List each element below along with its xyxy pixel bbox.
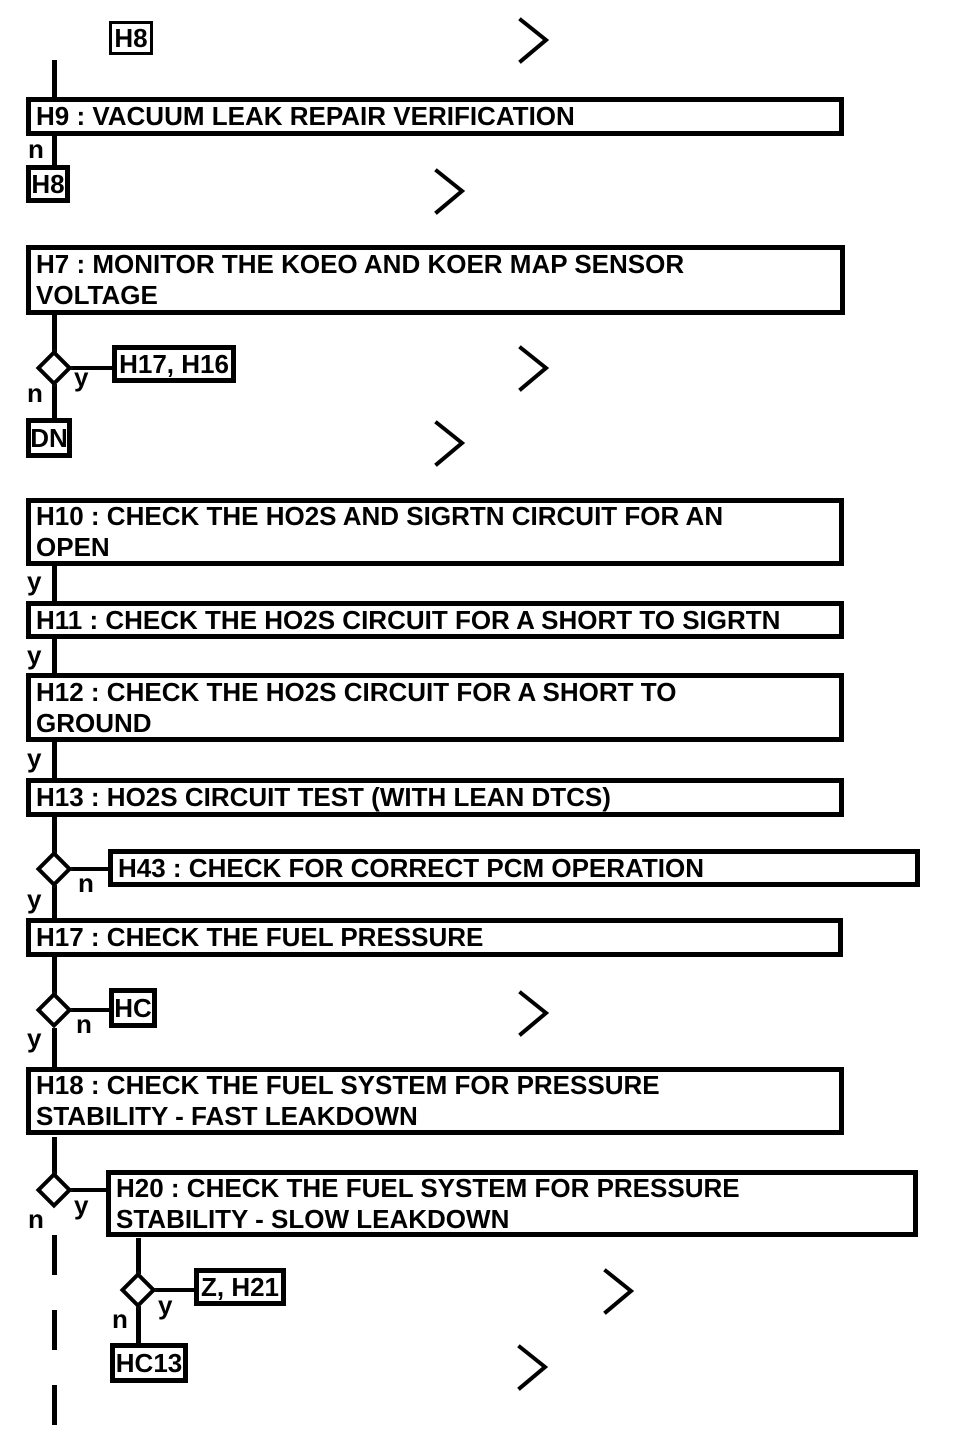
flow-step-text: GROUND: [36, 707, 152, 738]
connector-line: [136, 1238, 141, 1274]
branch-label-no: n: [27, 378, 43, 408]
chevron-right-icon: [518, 990, 550, 1042]
chevron-right-icon: [603, 1268, 635, 1320]
connector-line: [70, 867, 110, 871]
branch-label-yes: y: [158, 1290, 173, 1320]
flow-step-text: STABILITY - FAST LEAKDOWN: [36, 1101, 418, 1131]
flow-step-h11: H11 : CHECK THE HO2S CIRCUIT FOR A SHORT…: [26, 601, 844, 639]
branch-label-no: n: [28, 1204, 44, 1234]
flow-step-h9: H9 : VACUUM LEAK REPAIR VERIFICATION: [26, 97, 844, 136]
flow-step-h12: H12 : CHECK THE HO2S CIRCUIT FOR A SHORT…: [26, 673, 844, 742]
connector-line: [52, 742, 57, 779]
flow-ref-label: DN: [30, 423, 68, 453]
branch-label-yes: y: [27, 743, 42, 773]
chevron-right-icon: [434, 168, 466, 220]
flow-ref-z-h21: Z, H21: [194, 1268, 286, 1306]
branch-label-no: n: [78, 868, 94, 898]
decision-diamond-h13: [35, 850, 73, 888]
connector-line: [70, 366, 112, 370]
flow-ref-label: H17, H16: [119, 349, 229, 379]
connector-line: [52, 817, 57, 858]
chevron-right-icon: [434, 420, 466, 472]
flow-ref-hc: HC: [109, 988, 157, 1028]
dashed-connector-line: [52, 1235, 57, 1427]
branch-label-yes: y: [74, 1190, 89, 1220]
flow-ref-label: H8: [114, 23, 148, 53]
branch-label-no: n: [76, 1009, 92, 1039]
flow-ref-label: HC: [114, 993, 152, 1023]
flow-step-text: H11 : CHECK THE HO2S CIRCUIT FOR A SHORT…: [36, 604, 781, 635]
connector-line: [52, 885, 57, 919]
flow-step-h18: H18 : CHECK THE FUEL SYSTEM FOR PRESSURE…: [26, 1067, 844, 1135]
decision-diamond-h20: [119, 1271, 157, 1309]
connector-line: [52, 60, 57, 98]
flow-ref-dn: DN: [26, 418, 72, 458]
decision-diamond-h18: [35, 1171, 73, 1209]
connector-line: [52, 315, 57, 357]
flow-step-h13: H13 : HO2S CIRCUIT TEST (WITH LEAN DTCS): [26, 778, 844, 817]
branch-label-yes: y: [27, 884, 42, 914]
connector-line: [52, 957, 57, 999]
connector-line: [70, 1008, 111, 1012]
flow-step-text: H17 : CHECK THE FUEL PRESSURE: [36, 922, 484, 952]
branch-label-yes: y: [27, 566, 42, 596]
connector-line: [70, 1188, 108, 1192]
flow-step-text: H12 : CHECK THE HO2S CIRCUIT FOR A SHORT…: [36, 676, 677, 707]
branch-label-yes: y: [27, 1023, 42, 1053]
connector-line: [52, 1137, 57, 1179]
decision-diamond-h17: [35, 991, 73, 1029]
flow-step-text: H13 : HO2S CIRCUIT TEST (WITH LEAN DTCS): [36, 782, 611, 812]
flow-step-text: H43 : CHECK FOR CORRECT PCM OPERATION: [118, 852, 704, 883]
flow-step-text: STABILITY - SLOW LEAKDOWN: [116, 1203, 510, 1234]
flow-step-h7: H7 : MONITOR THE KOEO AND KOER MAP SENSO…: [26, 245, 845, 315]
branch-label-no: n: [112, 1304, 128, 1334]
branch-label-yes: y: [74, 362, 89, 392]
flow-step-h43: H43 : CHECK FOR CORRECT PCM OPERATION: [108, 849, 920, 887]
flow-step-text: H18 : CHECK THE FUEL SYSTEM FOR PRESSURE: [36, 1070, 660, 1100]
flow-step-h20: H20 : CHECK THE FUEL SYSTEM FOR PRESSURE…: [106, 1170, 918, 1237]
flow-step-text: H20 : CHECK THE FUEL SYSTEM FOR PRESSURE: [116, 1172, 740, 1203]
flow-ref-h8: H8: [26, 165, 70, 203]
flow-ref-hc13: HC13: [110, 1343, 188, 1383]
flow-step-text: OPEN: [36, 532, 110, 562]
flow-step-text: H10 : CHECK THE HO2S AND SIGRTN CIRCUIT …: [36, 501, 724, 531]
flow-ref-label: H8: [31, 169, 65, 199]
flow-ref-label: HC13: [115, 1348, 183, 1378]
flow-step-text: H7 : MONITOR THE KOEO AND KOER MAP SENSO…: [36, 249, 685, 279]
flow-step-h10: H10 : CHECK THE HO2S AND SIGRTN CIRCUIT …: [26, 498, 844, 566]
connector-line: [154, 1288, 196, 1292]
flow-ref-h17-h16: H17, H16: [112, 345, 236, 383]
branch-label-no: n: [28, 134, 44, 164]
flow-step-text: H9 : VACUUM LEAK REPAIR VERIFICATION: [36, 101, 575, 131]
flow-step-h17: H17 : CHECK THE FUEL PRESSURE: [26, 918, 843, 957]
flow-ref-label: Z, H21: [200, 1272, 280, 1302]
connector-line: [52, 566, 57, 602]
branch-label-yes: y: [27, 640, 42, 670]
connector-line: [52, 1028, 57, 1068]
connector-line: [136, 1306, 141, 1344]
flow-ref-h8-top: H8: [109, 21, 153, 55]
connector-line: [52, 136, 57, 168]
chevron-right-icon: [518, 17, 550, 69]
chevron-right-icon: [517, 1344, 549, 1396]
flow-step-text: VOLTAGE: [36, 280, 158, 310]
connector-line: [52, 384, 57, 420]
chevron-right-icon: [518, 345, 550, 397]
connector-line: [52, 639, 57, 674]
